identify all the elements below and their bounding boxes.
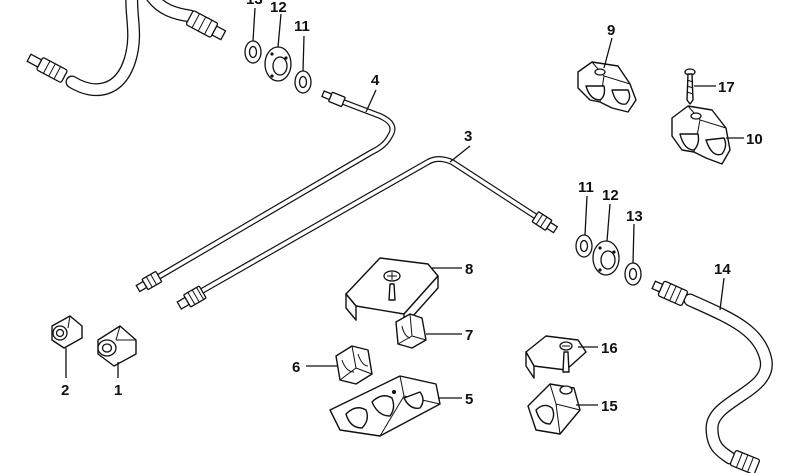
pipe-clip-15 <box>527 383 581 435</box>
label-16: 16 <box>601 340 618 357</box>
label-12-top: 12 <box>270 0 287 16</box>
washer-11-top <box>294 70 312 94</box>
label-13-middle: 13 <box>626 208 643 225</box>
label-17: 17 <box>718 79 735 96</box>
brake-pipe-4 <box>135 90 396 293</box>
double-clip-5 <box>329 375 441 437</box>
grommet-6 <box>335 345 373 385</box>
nut-1 <box>97 325 137 367</box>
label-11-middle: 11 <box>578 179 594 196</box>
label-4: 4 <box>371 72 380 89</box>
washer-13-top <box>244 40 262 64</box>
grommet-7 <box>395 313 427 349</box>
label-5: 5 <box>465 391 473 408</box>
label-7: 7 <box>465 327 473 344</box>
label-14: 14 <box>714 261 731 278</box>
sleeve-2 <box>51 315 83 349</box>
label-6: 6 <box>292 359 300 376</box>
label-11-top: 11 <box>294 18 310 35</box>
screw-17 <box>684 68 696 105</box>
pipe-clip-10 <box>671 105 731 165</box>
label-10: 10 <box>746 131 763 148</box>
label-8: 8 <box>465 261 473 278</box>
bracket-16 <box>525 335 587 379</box>
label-9: 9 <box>607 22 615 39</box>
bracket-8 <box>345 257 439 327</box>
washer-11-middle <box>575 234 593 258</box>
label-13-top: 13 <box>246 0 263 8</box>
callout-labels: 13 12 11 4 3 9 17 10 11 12 13 14 8 7 6 5… <box>61 0 763 415</box>
label-12-middle: 12 <box>602 187 619 204</box>
brake-pipe-3 <box>176 156 559 310</box>
washer-13-middle <box>624 262 642 286</box>
label-1: 1 <box>114 382 122 399</box>
label-2: 2 <box>61 382 69 399</box>
brake-hose-top-left <box>26 0 227 97</box>
pipe-clip-9 <box>577 61 637 113</box>
label-15: 15 <box>601 398 618 415</box>
banjo-fitting-12-top <box>264 46 292 82</box>
brake-hose-14 <box>651 280 773 473</box>
leader-lines <box>65 7 744 406</box>
banjo-fitting-12-middle <box>592 240 620 276</box>
label-3: 3 <box>464 128 472 145</box>
